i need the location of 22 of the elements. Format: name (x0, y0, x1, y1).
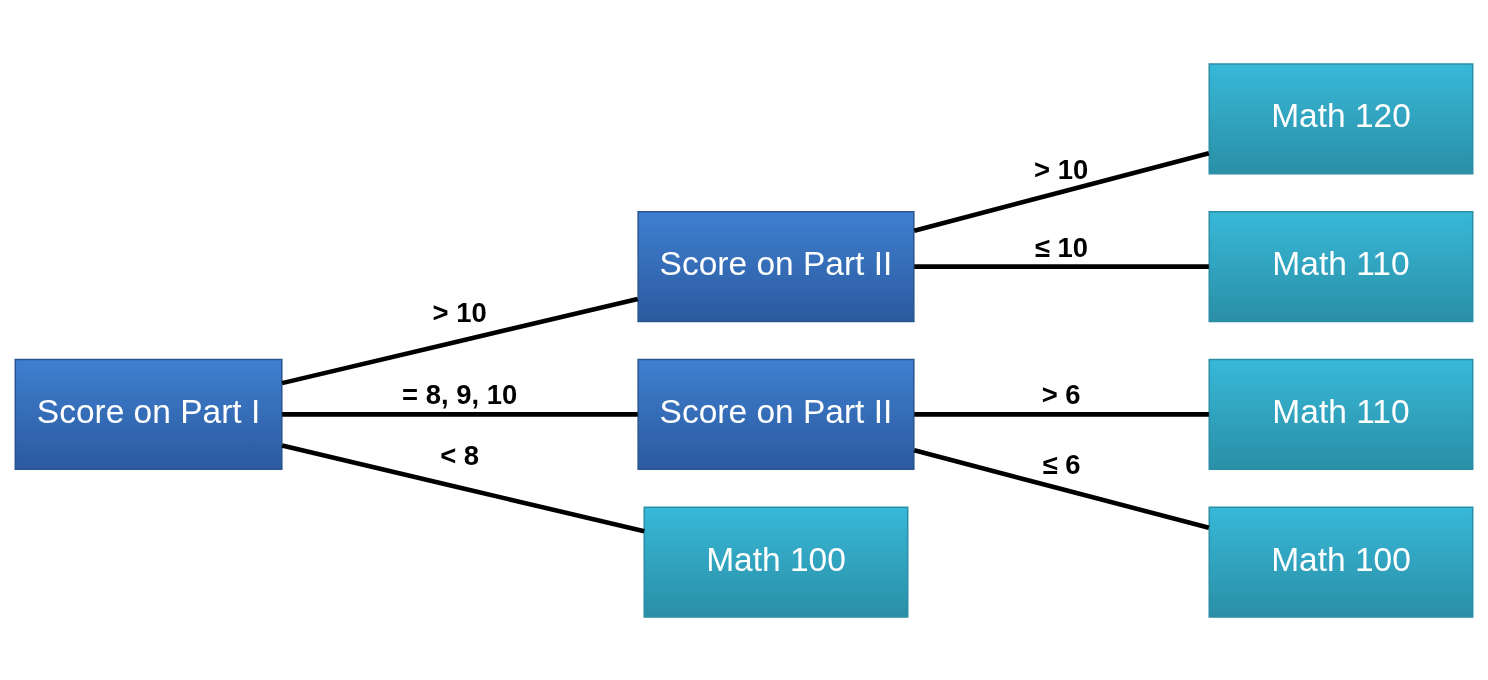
edge-label: = 8, 9, 10 (402, 378, 518, 410)
node-box: Math 110 (1208, 358, 1474, 470)
node-box: Math 100 (1208, 506, 1474, 618)
edge-label: > 10 (432, 296, 487, 328)
connector (281, 442, 645, 533)
connector (913, 447, 1210, 530)
edge-label: < 8 (440, 439, 480, 471)
node-box: Math 110 (1208, 210, 1474, 322)
connector (914, 263, 1209, 269)
connector (282, 411, 638, 417)
connector (913, 150, 1210, 233)
connector (914, 411, 1209, 417)
node-box: Score on Part II (637, 210, 915, 322)
edge-label: > 6 (1041, 378, 1081, 410)
edge-label: ≤ 10 (1034, 231, 1089, 263)
connector (281, 296, 639, 385)
node-box: Score on Part I (14, 358, 283, 470)
edge-label: ≤ 6 (1042, 448, 1081, 480)
node-box: Math 120 (1208, 62, 1474, 174)
node-box: Math 100 (643, 506, 909, 618)
node-box: Score on Part II (637, 358, 915, 470)
edge-label: > 10 (1034, 153, 1089, 185)
